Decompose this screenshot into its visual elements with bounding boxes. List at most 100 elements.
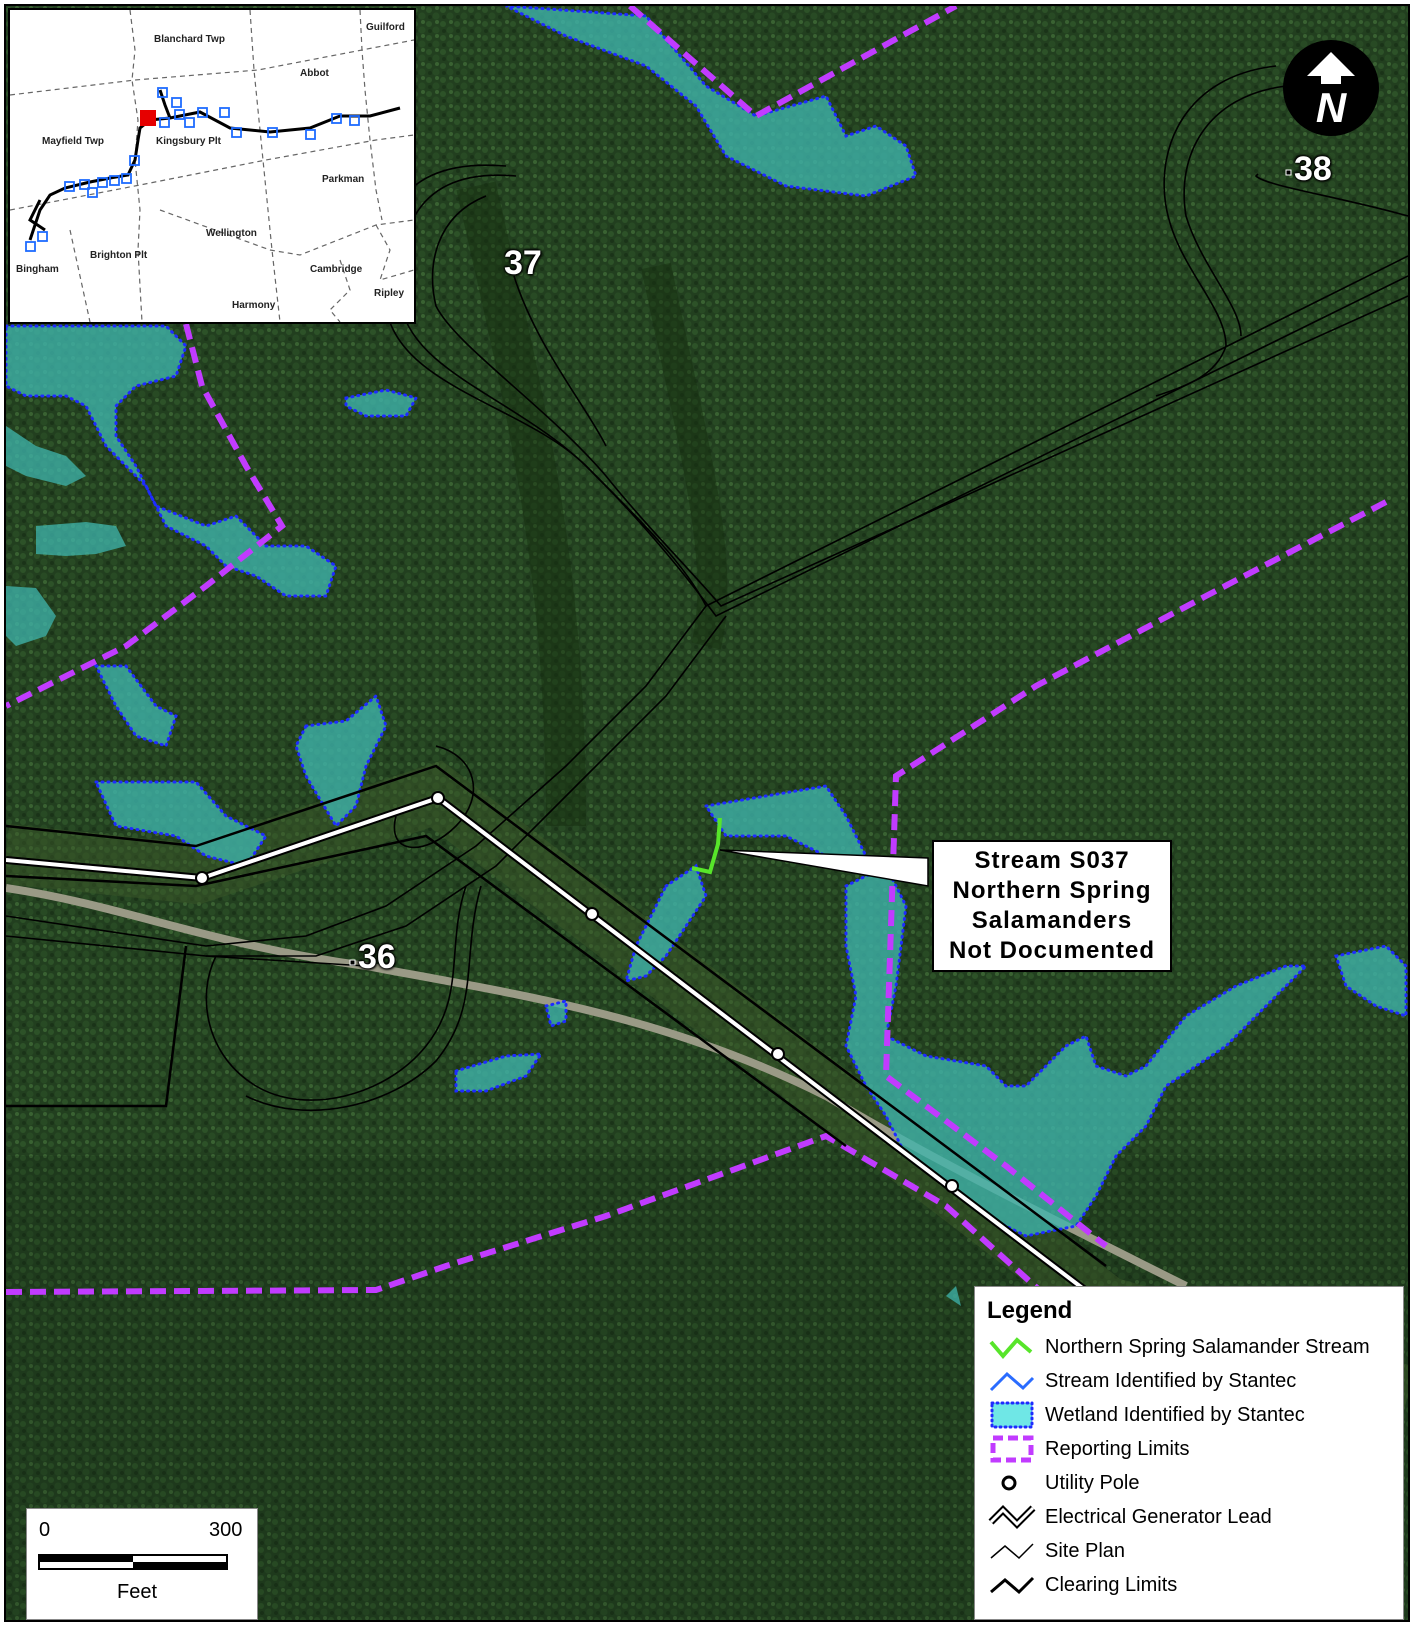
inset-map-tile [349,115,360,126]
inset-map-tile [129,155,140,166]
scale-bar-graphic [38,1554,228,1570]
inset-town-label: Bingham [16,264,59,275]
inset-map-tile [197,107,208,118]
site-plan-line [6,605,707,947]
legend-item: Site Plan [987,1535,1397,1567]
site-plan-line [431,195,1408,607]
inset-map-tile [25,241,36,252]
inset-map-tile [174,109,185,120]
legend-item: Northern Spring Salamander Stream [987,1331,1397,1363]
township-boundary [375,224,414,281]
inset-map-tile [79,179,90,190]
township-boundary [249,10,281,322]
wetland-area [93,780,269,868]
clearing-limits-line-icon [990,1576,1035,1595]
township-boundary [159,209,414,256]
inset-map-tile [184,117,195,128]
inset-map-tile [109,175,120,186]
callout-line: Salamanders [971,907,1133,934]
wetlands [6,6,1408,1238]
inset-map-tile [97,177,108,188]
callout-leader [719,849,929,887]
reporting-limits [6,6,1388,1299]
inset-map-tile [157,87,168,98]
scale-bar: 0 300 Feet [26,1508,258,1620]
site-plan-line [6,615,727,957]
site-plan-line [245,885,482,1112]
wetland-area [344,388,419,418]
site-plan-line [205,885,467,1101]
legend-item: Utility Pole [987,1467,1397,1499]
utility-pole[interactable] [771,1047,785,1061]
callout-line: Not Documented [949,937,1155,964]
pole-label-38: 38 [1294,150,1332,188]
wetland-area [703,784,869,858]
clearing-limits-lines [6,764,1107,1268]
utility-pole[interactable] [945,1179,959,1193]
inset-current-location [140,110,156,126]
inset-town-label: Mayfield Twp [42,136,105,147]
wetland-area [544,999,568,1028]
reporting-limits-line [882,499,1388,1249]
legend-item: Clearing Limits [987,1569,1397,1601]
utility-pole[interactable] [585,907,599,921]
inset-town-label: Wellington [206,228,257,239]
inset-town-label: Abbot [300,68,329,79]
inset-locator-map[interactable]: Blanchard Twp Guilford Abbot Mayfield Tw… [8,8,416,324]
pole-38-marker [1285,169,1292,176]
inset-map-tile [219,107,230,118]
legend-item: Reporting Limits [987,1433,1397,1465]
wetland-area [294,693,388,829]
stream-callout-box: Stream S037 Northern Spring Salamanders … [932,840,1172,972]
reporting-limits-swatch-icon [990,1435,1034,1463]
inset-map-tile [171,97,182,108]
wetland-area [1334,944,1408,1019]
inset-map-tile [331,113,342,124]
north-arrow-letter: N [1316,84,1348,131]
inset-map-tile [37,231,48,242]
legend-item: Electrical Generator Lead [987,1501,1397,1533]
inset-town-label: Blanchard Twp [154,34,225,45]
pole-label-37: 37 [504,244,542,282]
inset-map-tile [121,173,132,184]
inset-map-tile [267,127,278,138]
map-frame[interactable]: 37 38 36 [4,4,1410,1622]
wetland-area [946,1286,961,1306]
clearing-limits-line [6,764,1107,1268]
township-boundary [329,259,351,322]
inset-town-label: Kingsbury Plt [156,136,222,147]
inset-map-tile [87,187,98,198]
wetland-area [505,6,918,198]
north-arrow-pointer [1307,52,1355,84]
wetlands-no-outline [6,426,961,1306]
drainage-valley [641,262,728,650]
clearing-limits-line [6,945,188,1108]
utility-pole[interactable] [431,791,445,805]
reporting-limits-line [6,1132,1049,1299]
wetland-swatch-icon [990,1401,1034,1429]
inset-town-label: Parkman [322,174,365,185]
wetland-area [36,522,126,556]
legend: Legend Northern Spring Salamander Stream… [974,1286,1404,1620]
inset-town-label: Cambridge [310,264,363,275]
green-stream-line-icon [989,1337,1033,1360]
site-plan-line [513,275,607,447]
utility-pole[interactable] [195,871,209,885]
utility-poles [195,791,959,1193]
salamander-stream-s037[interactable] [691,817,722,875]
inset-map-tile [159,117,170,128]
reporting-limits-line [628,6,958,120]
generator-lead-line-icon [988,1505,1036,1529]
inset-project-route [28,199,46,232]
wetland-area [6,324,338,598]
inset-map-tile [305,129,316,140]
callout-line: Stream S037 [974,847,1130,874]
legend-item: Wetland Identified by Stantec [987,1399,1397,1431]
scale-bar-start: 0 [39,1519,51,1541]
clearing-limits-line [6,834,847,1148]
callout-line: Northern Spring [952,877,1152,904]
inset-town-label: Harmony [232,300,276,311]
north-arrow-graphic: N [1307,52,1355,131]
blue-stream-line-icon [989,1371,1035,1392]
site-plan-line [205,955,367,967]
